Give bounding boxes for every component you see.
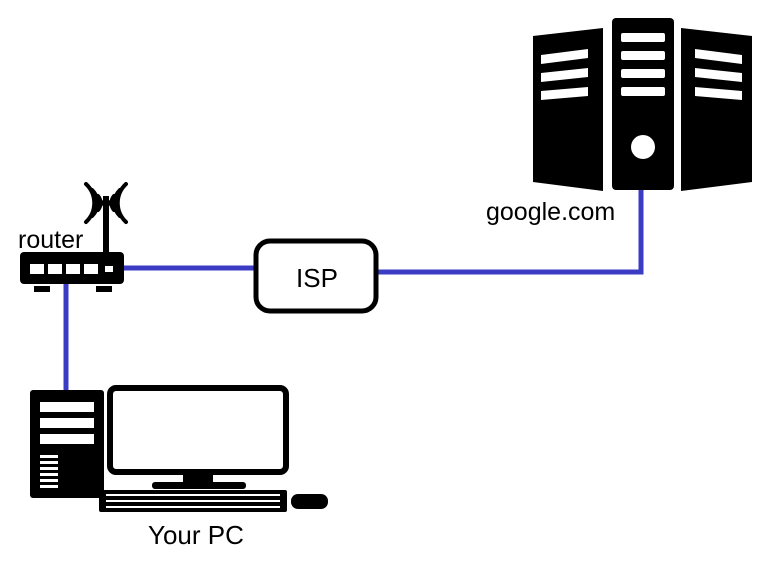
- keyboard-icon: [99, 490, 287, 512]
- mouse-icon: [291, 494, 328, 509]
- isp-label: ISP: [296, 263, 338, 293]
- server-center: [612, 18, 674, 190]
- isp-node: [253, 238, 379, 314]
- pc-label: Your PC: [148, 520, 244, 550]
- server-rack-icon: [533, 18, 752, 191]
- link-isp-server: [376, 182, 644, 275]
- router-label: router: [18, 226, 84, 254]
- wifi-router-icon: [20, 182, 128, 292]
- router-antenna: [103, 196, 109, 252]
- server-label: google.com: [486, 198, 616, 226]
- monitor-icon: [107, 385, 289, 489]
- desktop-tower-icon: [30, 390, 104, 498]
- router-antenna-tip: [101, 198, 111, 208]
- wifi-waves: [84, 182, 128, 224]
- connections: [63, 182, 644, 392]
- server-power-button: [631, 135, 655, 159]
